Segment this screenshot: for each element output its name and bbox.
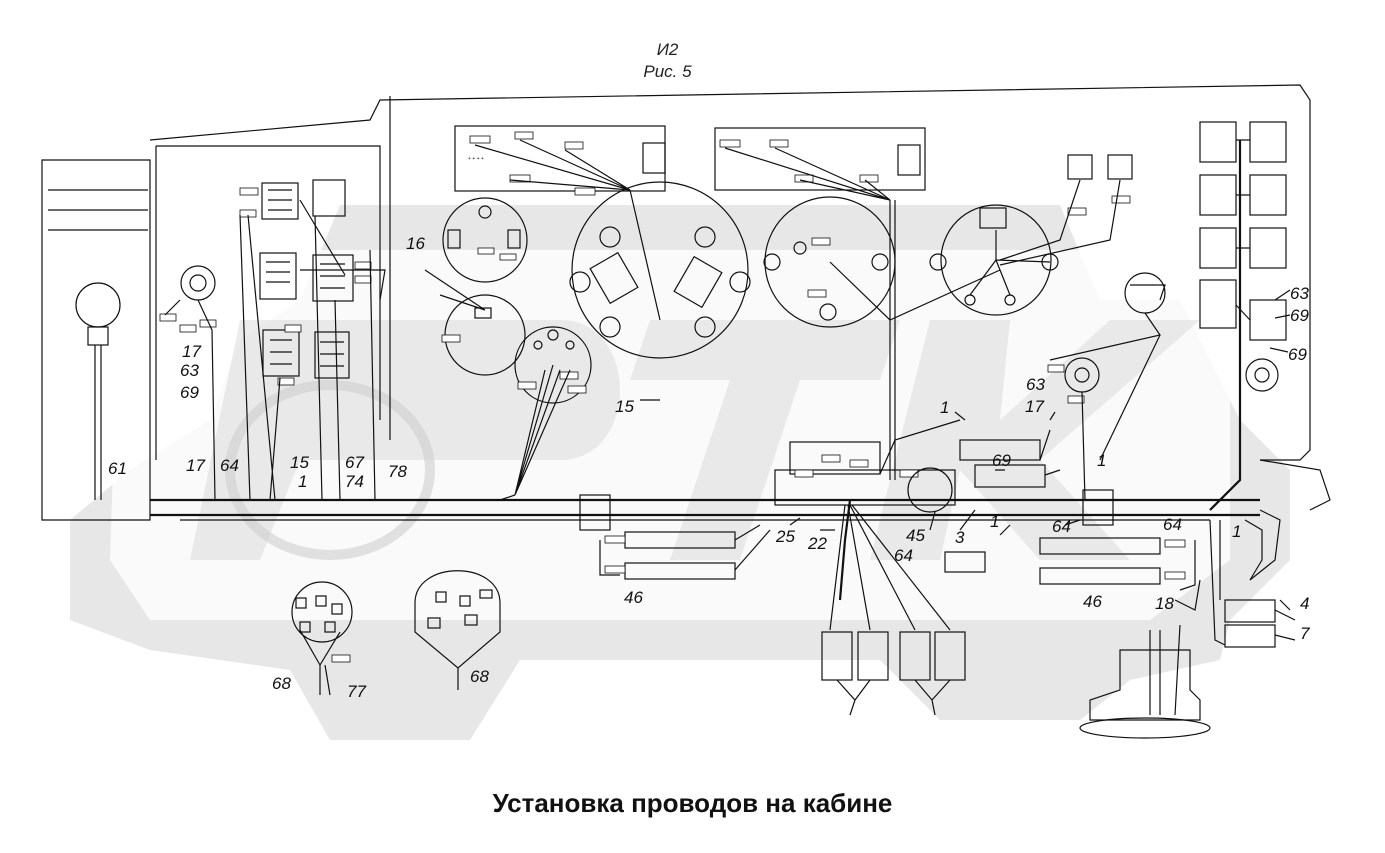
- callout-64-far-right: 64: [1163, 515, 1182, 534]
- callout-69-center: 69: [992, 451, 1011, 470]
- callout-69-lower-right: 69: [1288, 345, 1307, 364]
- callout-67: 67: [345, 453, 364, 472]
- callout-64-left: 64: [220, 456, 239, 475]
- callout-77: 77: [347, 682, 366, 701]
- callout-4: 4: [1300, 594, 1309, 613]
- leader-lines: [640, 289, 1291, 611]
- callout-15-left: 15: [290, 453, 309, 472]
- callout-45: 45: [906, 526, 925, 545]
- sensor-center-right: [1047, 357, 1100, 501]
- callout-22: 22: [807, 534, 827, 553]
- callout-16: 16: [406, 234, 425, 253]
- sensor-right-upper: [999, 154, 1133, 266]
- plug-set-right: [944, 429, 1196, 591]
- diagram-caption: Установка проводов на кабине: [492, 788, 893, 818]
- callout-64-right: 64: [1052, 517, 1071, 536]
- callout-labels: 61 17 63 69 17 64 15 1 67 74 78 16 15 25…: [108, 234, 1310, 701]
- callout-1-far-right: 1: [1232, 522, 1241, 541]
- callout-68-right: 68: [470, 667, 489, 686]
- callout-69-right: 69: [1290, 306, 1309, 325]
- lamp-61: [75, 282, 121, 500]
- callout-3: 3: [955, 528, 965, 547]
- top-harness-right: [714, 127, 926, 480]
- callout-63-right: 63: [1290, 284, 1309, 303]
- callout-1-center: 1: [990, 512, 999, 531]
- gauge-small-center: [499, 326, 592, 501]
- svg-text:+ + + +: + + + +: [468, 156, 484, 162]
- gauge-small-upper: [442, 197, 528, 283]
- callout-1-upper: 1: [940, 398, 949, 417]
- callout-63-left: 63: [180, 361, 199, 380]
- device-lower-right: [1079, 509, 1296, 739]
- switch-panel-left: [239, 179, 386, 501]
- callout-18: 18: [1155, 594, 1174, 613]
- watermark: [70, 205, 1290, 740]
- gauge-large-right: [763, 196, 1001, 328]
- central-connectors: [774, 419, 961, 631]
- switch-panel-right: [1199, 121, 1287, 511]
- callout-63-center: 63: [1026, 375, 1045, 394]
- callout-1-right: 1: [1097, 451, 1106, 470]
- relay-block: [821, 631, 966, 716]
- callout-25: 25: [775, 527, 795, 546]
- callout-17-left: 17: [182, 342, 201, 361]
- callout-7: 7: [1300, 624, 1310, 643]
- cab-outline: [41, 84, 1331, 521]
- sensor-right-middle: [1049, 272, 1166, 461]
- figure-number: Рис. 5: [643, 62, 692, 81]
- figure-code: И2: [656, 40, 679, 59]
- callout-61: 61: [108, 459, 127, 478]
- callout-17-bottom: 17: [186, 456, 205, 475]
- ignition-switch-right: [414, 570, 501, 690]
- callout-69-left: 69: [180, 383, 199, 402]
- callout-15-center: 15: [615, 397, 634, 416]
- callout-46-left: 46: [624, 588, 643, 607]
- gauge-right: [929, 204, 1059, 316]
- indicator-left: [159, 265, 217, 501]
- callout-46-right: 46: [1083, 592, 1102, 611]
- callout-78: 78: [388, 462, 407, 481]
- gauge-large-left: [569, 181, 751, 359]
- ignition-switch-left: [291, 581, 353, 696]
- plug-set-left: [579, 494, 771, 580]
- callout-74: 74: [345, 472, 364, 491]
- callout-68-left: 68: [272, 674, 291, 693]
- top-harness-left: + + + +: [454, 125, 666, 321]
- callout-17-center: 17: [1025, 397, 1044, 416]
- callout-1-left: 1: [298, 472, 307, 491]
- gauge-small-lower: [424, 269, 526, 376]
- callout-64-center: 64: [894, 546, 913, 565]
